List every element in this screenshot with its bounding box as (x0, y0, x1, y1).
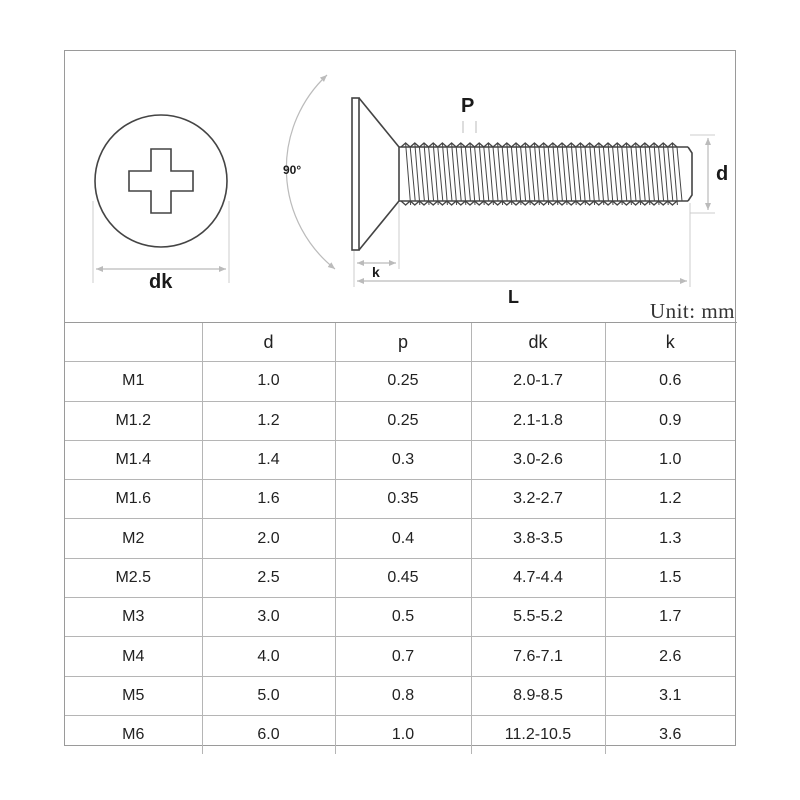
cell-d: 3.0 (202, 597, 336, 638)
cell-dk: 5.5-5.2 (471, 597, 606, 638)
cell-p: 0.7 (335, 636, 472, 677)
cell-k: 0.9 (605, 401, 735, 441)
cell-size: M2.5 (65, 558, 203, 599)
cell-p: 0.45 (335, 558, 472, 599)
cell-size: M5 (65, 676, 203, 716)
cell-k: 3.6 (659, 726, 682, 744)
cell-size: M1.4 (65, 440, 203, 481)
cell-size: M6 (65, 715, 203, 755)
cell-k: 1.5 (605, 558, 735, 599)
screw-drawing (92, 74, 715, 287)
cell-k: 1.3 (605, 518, 735, 559)
cell-p: 1.0 (335, 715, 472, 755)
cell-k: 2.6 (605, 636, 735, 677)
header-size (65, 323, 203, 363)
label-d: d (716, 163, 729, 185)
thread-line (405, 142, 683, 206)
cell-dk: 4.7-4.4 (471, 558, 606, 599)
cell-dk: 8.9-8.5 (471, 676, 606, 716)
header-dk: dk (471, 323, 606, 363)
cell-size: M1 (65, 361, 203, 402)
label-angle: 90° (283, 163, 302, 177)
screw-diagram: dk 90° P d k L Unit: mm (65, 51, 737, 323)
cell-d: 6.0 (202, 715, 336, 755)
label-p: P (461, 95, 475, 117)
cell-d: 2.0 (202, 518, 336, 559)
cell-p: 0.35 (335, 479, 472, 520)
screw-side-view (285, 74, 715, 287)
cell-k: 0.6 (605, 361, 735, 402)
cell-dk: 3.2-2.7 (471, 479, 606, 520)
cell-d: 2.5 (202, 558, 336, 599)
header-d: d (202, 323, 336, 363)
cell-k: 1.7 (605, 597, 735, 638)
cell-p: 0.3 (335, 440, 472, 481)
cell-size: M4 (65, 636, 203, 677)
cell-d: 1.2 (202, 401, 336, 441)
cell-dk: 7.6-7.1 (471, 636, 606, 677)
cell-dk: 3.8-3.5 (471, 518, 606, 559)
cell-p: 0.25 (335, 401, 472, 441)
cell-d: 1.4 (202, 440, 336, 481)
head-top-view (92, 114, 230, 283)
cell-d: 1.6 (202, 479, 336, 520)
cell-dk: 3.0-2.6 (471, 440, 606, 481)
label-k: k (372, 264, 380, 280)
cell-size: M1.2 (65, 401, 203, 441)
unit-label: Unit: mm (649, 299, 735, 323)
cell-k: 1.2 (605, 479, 735, 520)
phillips-cross-icon (128, 148, 194, 214)
thread-section (400, 142, 683, 206)
cell-k: 3.1 (605, 676, 735, 716)
cell-p: 0.4 (335, 518, 472, 559)
header-p: p (335, 323, 472, 363)
cell-d: 1.0 (202, 361, 336, 402)
cell-p: 0.5 (335, 597, 472, 638)
angle-arc (285, 74, 336, 270)
cell-p: 0.8 (335, 676, 472, 716)
cell-dk: 11.2-10.5 (471, 715, 606, 755)
cell-p: 0.25 (335, 361, 472, 402)
cell-d: 4.0 (202, 636, 336, 677)
cell-d: 5.0 (202, 676, 336, 716)
cell-size: M3 (65, 597, 203, 638)
label-dk: dk (149, 271, 173, 293)
cell-size: M1.6 (65, 479, 203, 520)
table-header-row: d p dk k (65, 323, 735, 363)
cell-size: M2 (65, 518, 203, 559)
cell-dk: 2.0-1.7 (471, 361, 606, 402)
header-k: k (605, 323, 735, 363)
label-l: L (508, 287, 519, 307)
cell-dk: 2.1-1.8 (471, 401, 606, 441)
cell-k: 1.0 (605, 440, 735, 481)
